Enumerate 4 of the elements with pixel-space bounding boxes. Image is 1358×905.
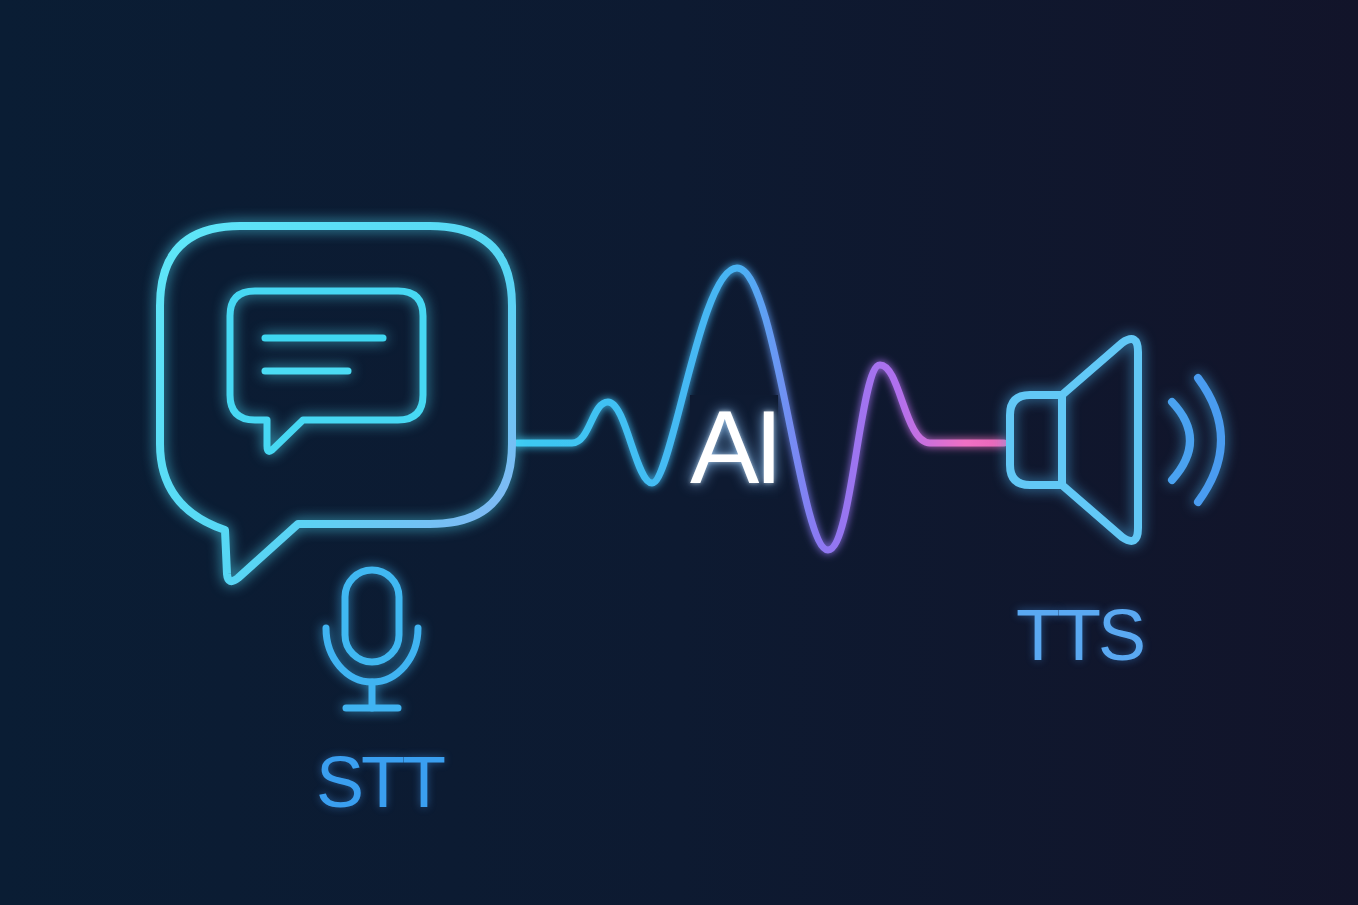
caption: STT: [316, 746, 443, 818]
waveform-line: [513, 264, 1008, 554]
node-label: TTS: [1016, 599, 1143, 671]
speech-bubble: [155, 221, 517, 587]
